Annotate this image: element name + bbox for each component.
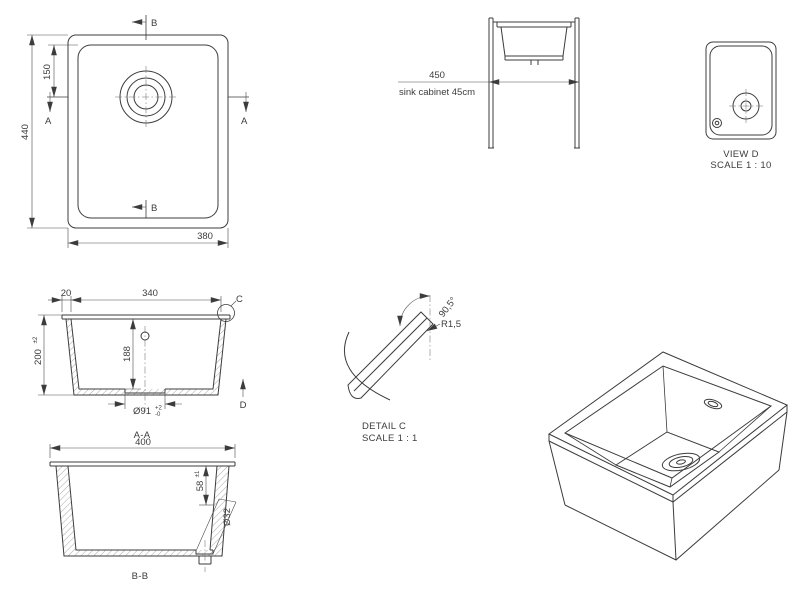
- dim-58-value: 58: [195, 481, 206, 492]
- section-line-b: B B: [132, 15, 157, 218]
- sink-front-outline: [493, 21, 575, 65]
- overflow-port: [140, 331, 150, 341]
- dim-91-value: Ø91: [133, 406, 151, 417]
- overflow-hole: [712, 118, 722, 128]
- view-d-arrow: D: [240, 379, 247, 411]
- dim-150: 150: [42, 44, 78, 97]
- detail-c-title: DETAIL C: [362, 421, 406, 432]
- view-d: VIEW D SCALE 1 : 10: [705, 41, 777, 171]
- dim-91-tol-plus: +2: [155, 406, 163, 412]
- dim-58: 58 ±1: [195, 466, 213, 506]
- cabinet-outline: [488, 17, 580, 149]
- detail-leader: [230, 300, 237, 307]
- sink-bottom-inner: [709, 45, 773, 136]
- rim-section-band: [347, 311, 434, 399]
- dim-200: 200 ±2: [33, 314, 74, 396]
- radius-value: R1,5: [441, 319, 461, 330]
- dim-200-tol: ±2: [33, 336, 39, 343]
- bowl-bottom-edge: [614, 431, 721, 488]
- dim-150-value: 150: [42, 64, 53, 80]
- bowl-corner-edges: [564, 365, 772, 488]
- section-a-label-right: A: [241, 116, 248, 127]
- dim-340-value: 340: [142, 288, 158, 299]
- rim-inner-edge: [563, 365, 773, 479]
- section-aa-view: 20 340 C 200 ±2 188 Ø91 +2 -0: [33, 288, 247, 441]
- isometric-view: [548, 351, 788, 561]
- detail-c-marker: C: [217, 294, 243, 322]
- section-aa-outline: [61, 314, 231, 396]
- section-b-label-top: B: [151, 18, 157, 29]
- extension-lines: [67, 228, 229, 248]
- sink-bottom-outline: [705, 41, 777, 140]
- drain-hole: [740, 100, 752, 112]
- dim-58-tol: ±1: [195, 470, 201, 477]
- front-view: 450 sink cabinet 45cm: [398, 17, 580, 149]
- view-d-title: VIEW D: [723, 149, 759, 160]
- cabinet-caption: sink cabinet 45cm: [399, 87, 475, 98]
- dim-400: 400: [49, 437, 236, 458]
- dim-91-tol-minus: -0: [155, 412, 161, 418]
- dim-380-value: 380: [197, 231, 213, 242]
- section-b-label-bottom: B: [151, 203, 157, 214]
- angle-value: 90,5°: [437, 295, 460, 319]
- wall-hatch-left: [66, 319, 79, 395]
- dim-380: 380: [67, 228, 229, 248]
- bottom-hatch: [64, 550, 222, 556]
- dim-drain-91: Ø91 +2 -0: [108, 391, 182, 418]
- detail-c-label: C: [236, 294, 243, 305]
- wall-hatch-right: [213, 319, 226, 395]
- detail-c-view: 90,5° R1,5 DETAIL C SCALE 1 : 1: [344, 293, 461, 444]
- extension-lines: [124, 391, 166, 409]
- drain-centerlines: [729, 89, 763, 123]
- drain-iso: [661, 452, 701, 472]
- dim-188-value: 188: [122, 346, 133, 362]
- band-mid-line: [353, 317, 428, 392]
- view-d-arrow-label: D: [240, 400, 247, 411]
- detail-circle: [217, 304, 235, 322]
- body-outline: [548, 411, 788, 561]
- section-bb-title: B-B: [132, 571, 149, 582]
- dim-340: 340: [71, 288, 221, 303]
- sink-outer-outline: [67, 34, 229, 229]
- dim-20-value: 20: [61, 288, 72, 299]
- bottom-hatch: [74, 389, 218, 395]
- extension-lines: [195, 498, 237, 555]
- dim-32-value: Ø32: [222, 508, 233, 526]
- drain-centerlines: [115, 66, 177, 128]
- radius-leader: [426, 323, 441, 332]
- dim-200-value: 200: [33, 349, 44, 365]
- angle-arc: [397, 293, 431, 327]
- extension-lines: [49, 444, 236, 458]
- dim-188: 188: [122, 319, 141, 390]
- section-line-a: A A: [45, 92, 249, 127]
- section-bb-view: 400 58 ±1 Ø32 B-B: [49, 437, 237, 582]
- dim-450-value: 450: [429, 70, 445, 81]
- wall-hatch-right: [210, 466, 229, 556]
- corner-radius-arc: [344, 331, 391, 401]
- dim-400-value: 400: [135, 437, 151, 448]
- wall-hatch-left: [56, 466, 76, 556]
- dim-440-value: 440: [20, 124, 31, 140]
- dim-20: 20: [48, 288, 222, 312]
- overflow-iso: [703, 398, 723, 410]
- extension-lines: [61, 296, 222, 312]
- section-aa-title: A-A: [134, 430, 151, 441]
- section-bb-outline: [49, 461, 236, 565]
- overflow-hole-center: [714, 120, 720, 126]
- detail-c-scale: SCALE 1 : 1: [362, 433, 418, 444]
- extension-lines: [27, 34, 68, 229]
- plan-view: B B A A 150 440 380: [20, 15, 249, 248]
- view-d-scale: SCALE 1 : 10: [710, 160, 771, 171]
- dim-drain-32: Ø32: [195, 498, 237, 555]
- dim-440: 440: [20, 34, 68, 229]
- dim-450: 450 sink cabinet 45cm: [398, 70, 579, 98]
- section-a-label-left: A: [45, 116, 52, 127]
